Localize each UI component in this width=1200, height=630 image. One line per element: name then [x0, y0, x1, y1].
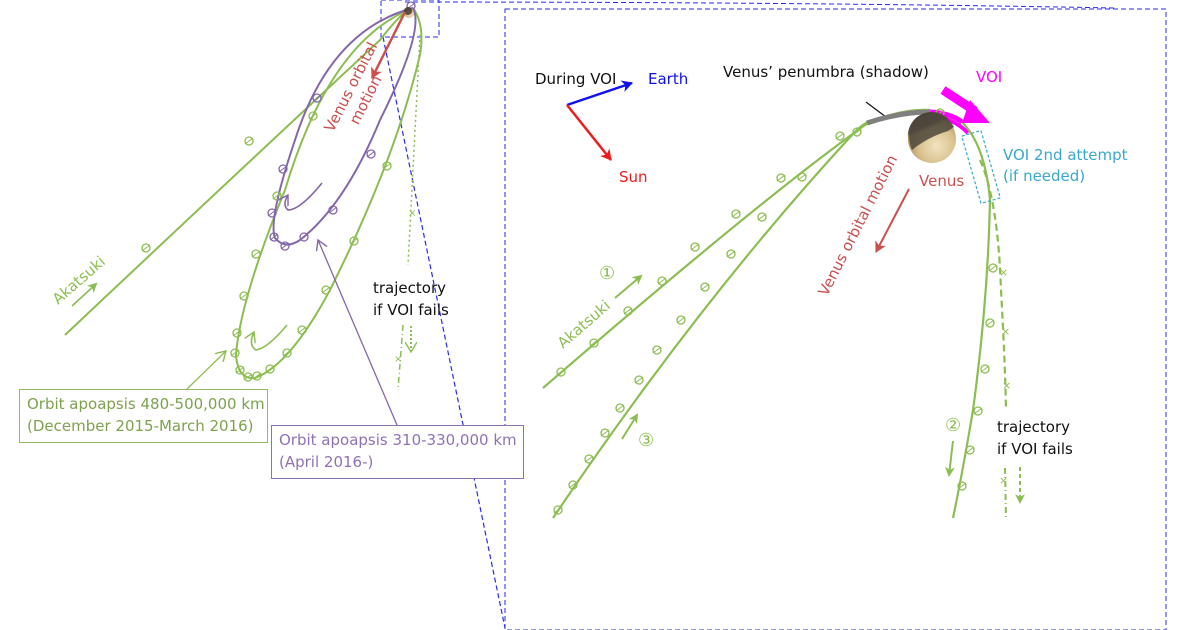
- right-panel: During VOI Earth Sun Venus’ penumbra (sh…: [504, 8, 1167, 630]
- purple-box-leader: [318, 240, 398, 426]
- svg-text:×: ×: [999, 266, 1008, 279]
- green-orbit-apoapsis-text: Orbit apoapsis 480-500,000 km: [27, 395, 265, 413]
- green-direction-arrow: [251, 324, 288, 351]
- trajectory-1-akatsuki: [542, 108, 931, 389]
- zoom-connector-top: [404, 1, 1116, 9]
- step-3-marker: ③: [638, 430, 654, 451]
- sun-label: Sun: [619, 168, 648, 186]
- akatsuki-direction-arrow-right: [614, 274, 643, 299]
- step-3-arrow: [621, 413, 639, 440]
- svg-text:×: ×: [408, 208, 416, 219]
- trajectory-2-captured: [951, 121, 992, 519]
- fail-trajectory-line: [407, 34, 421, 266]
- during-voi-label: During VOI: [535, 70, 616, 88]
- green-box-leader: [186, 351, 226, 390]
- akatsuki-label-right: Akatsuki: [554, 296, 614, 352]
- venus-motion-label-right: Venus orbital motion: [815, 152, 902, 299]
- zoom-detail-frame: [504, 8, 1167, 630]
- svg-text:×: ×: [1001, 325, 1010, 338]
- penumbra-label: Venus’ penumbra (shadow): [723, 63, 929, 81]
- purple-orbit-label-box: Orbit apoapsis 310-330,000 km (April 201…: [271, 425, 524, 479]
- step-2-arrow: [944, 440, 955, 477]
- earth-direction-arrow: [566, 80, 633, 107]
- penumbra-segment: [866, 109, 931, 126]
- green-orbit-label-box: Orbit apoapsis 480-500,000 km (December …: [19, 389, 268, 443]
- second-attempt-region: [960, 129, 1002, 205]
- earth-label: Earth: [648, 70, 688, 88]
- venus-label: Venus: [919, 172, 964, 190]
- fail-trajectory-right: [978, 159, 1008, 411]
- step-1-marker: ①: [599, 263, 615, 284]
- svg-text:×: ×: [394, 354, 402, 365]
- voi-label: VOI: [976, 68, 1002, 86]
- green-orbit-480k: [234, 7, 423, 380]
- venus-motion-arrow-right: [875, 188, 910, 253]
- green-orbit-period-text: (December 2015-March 2016): [27, 417, 254, 435]
- svg-text:×: ×: [999, 474, 1008, 487]
- venus-motion-arrow-left: [370, 11, 407, 79]
- purple-direction-arrow: [285, 182, 323, 211]
- zoom-connector-line: [382, 36, 506, 629]
- svg-text:×: ×: [1002, 379, 1011, 392]
- purple-orbit-apoapsis-text: Orbit apoapsis 310-330,000 km: [279, 431, 517, 449]
- trajectory-3: [552, 119, 871, 519]
- sun-direction-arrow: [566, 104, 612, 161]
- akatsuki-direction-arrow-left: [71, 282, 98, 307]
- zoom-source-frame: [380, 0, 440, 38]
- purple-orbit-period-text: (April 2016-): [279, 453, 374, 471]
- step-2-marker: ②: [945, 415, 961, 436]
- akatsuki-approach-trajectory: [64, 7, 414, 336]
- second-attempt-label: VOI 2nd attempt(if needed): [1003, 146, 1128, 185]
- venus-planet: [907, 111, 956, 163]
- penumbra-leader: [865, 101, 887, 118]
